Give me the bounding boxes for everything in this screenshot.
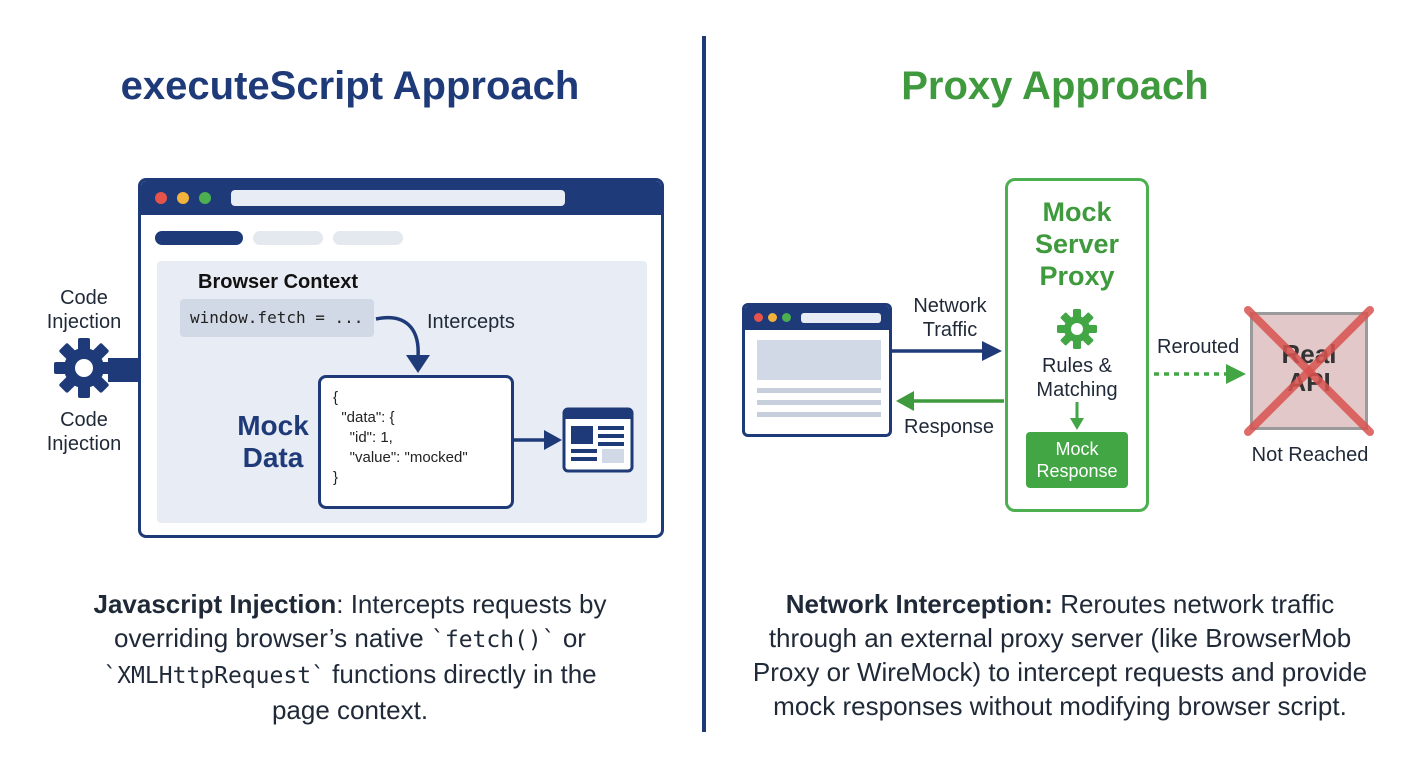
left-description-bold: Javascript Injection (93, 589, 337, 619)
rules-matching-label: Rules & Matching (1036, 355, 1118, 401)
code-injection-label-top: Code Injection (46, 287, 122, 333)
gear-icon (53, 337, 115, 399)
json-line: "data": { (333, 409, 395, 426)
maximize-dot-icon (199, 192, 211, 204)
nav-pill (253, 231, 323, 245)
mock-response-box: Mock Response (1026, 432, 1128, 488)
webpage-icon (562, 407, 634, 473)
browser-context-label: Browser Context (198, 271, 359, 293)
green-gear-icon (1056, 308, 1098, 350)
left-description: Javascript Injection: Intercepts request… (93, 589, 607, 725)
rules-to-response-arrow (1070, 402, 1084, 430)
mock-server-proxy-title: Mock Server Proxy (1034, 197, 1120, 291)
network-traffic-label: Network Traffic (913, 295, 987, 341)
response-arrow (896, 391, 1004, 411)
close-dot-icon (155, 192, 167, 204)
request-arrow (892, 341, 1002, 361)
json-line: } (333, 469, 339, 486)
right-title: Proxy Approach (901, 64, 1209, 108)
rerouted-label: Rerouted (1157, 336, 1240, 358)
json-line: "value": "mocked" (333, 449, 468, 466)
left-title: executeScript Approach (120, 64, 580, 108)
url-bar (231, 190, 565, 206)
right-description: Network Interception: Reroutes network t… (752, 589, 1368, 721)
mock-data-label: Mock Data (237, 410, 309, 473)
nav-pill-active (155, 231, 243, 245)
nav-pill (333, 231, 403, 245)
json-to-page-arrow (514, 430, 562, 450)
not-reached-label: Not Reached (1251, 444, 1369, 466)
minimize-dot-icon (177, 192, 189, 204)
code-snippet: window.fetch = ... (180, 299, 374, 337)
intercepts-label: Intercepts (427, 311, 515, 333)
json-line: "id": 1, (333, 429, 393, 446)
mock-json-box: { "data": { "id": 1, "value": "mocked" } (318, 375, 514, 509)
intercepts-arrow (375, 315, 430, 373)
json-line: { (333, 389, 339, 406)
browser-window (138, 178, 664, 538)
code-injection-label-bottom: Code Injection (46, 409, 122, 455)
client-browser-icon (742, 303, 892, 437)
blocked-cross-icon (1244, 306, 1374, 436)
rerouted-dotted-arrow (1154, 364, 1246, 384)
center-divider (702, 36, 706, 732)
browser-title-bar (141, 181, 661, 215)
response-label: Response (904, 416, 995, 438)
right-description-bold: Network Interception: (785, 589, 1053, 619)
